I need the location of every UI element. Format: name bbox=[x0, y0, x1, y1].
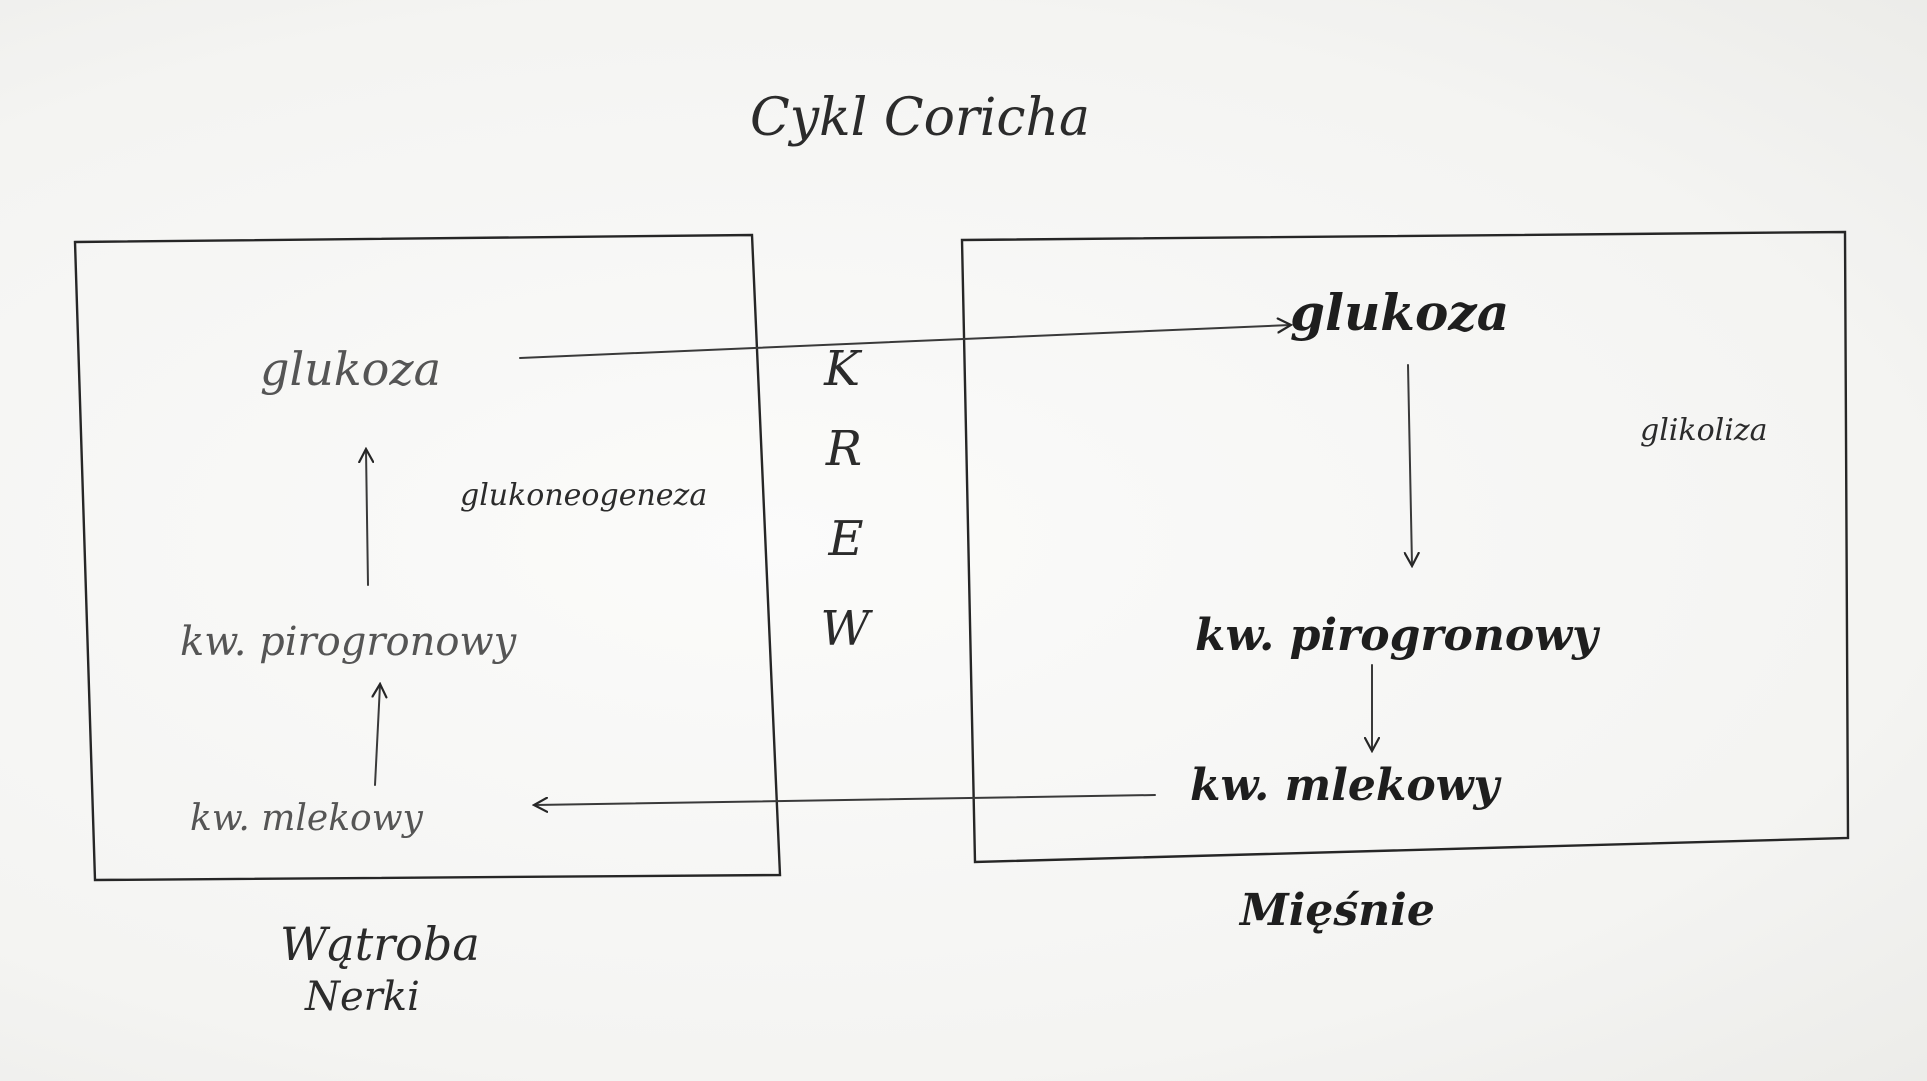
liver-box bbox=[73, 233, 782, 882]
glycolysis-label: glikoliza bbox=[1640, 413, 1768, 448]
blood-label: K R E W bbox=[820, 341, 873, 657]
muscle-organ-label: Mięśnie bbox=[1238, 885, 1435, 936]
lactate-to-pyruvate-arrow bbox=[375, 685, 380, 786]
liver-organ-label: Wątroba bbox=[280, 917, 480, 971]
blood-letter-r: R bbox=[825, 421, 862, 477]
glucose-to-pyruvate-arrow bbox=[1408, 364, 1412, 565]
blood-letter-w: W bbox=[820, 601, 873, 657]
liver-glucose-label: glukoza bbox=[260, 342, 441, 396]
liver-pyruvate-label: kw. pirogronowy bbox=[180, 619, 518, 665]
liver-lactate-label: kw. mlekowy bbox=[190, 798, 424, 839]
blood-letter-k: K bbox=[823, 341, 863, 397]
blood-letter-e: E bbox=[827, 511, 863, 567]
kidneys-organ-label: Nerki bbox=[304, 974, 420, 1020]
glucose-transport-arrow bbox=[519, 325, 1290, 359]
muscle-glucose-label: glukoza bbox=[1290, 283, 1509, 342]
muscle-box bbox=[960, 230, 1850, 864]
pyruvate-to-glucose-arrow bbox=[366, 450, 368, 586]
muscle-pyruvate-label: kw. pirogronowy bbox=[1195, 610, 1601, 661]
gluconeogenesis-label: glukoneogeneza bbox=[460, 478, 707, 513]
diagram-title: Cykl Coricha bbox=[750, 88, 1090, 148]
muscle-lactate-label: kw. mlekowy bbox=[1190, 760, 1503, 811]
lactate-transport-arrow bbox=[535, 794, 1156, 805]
